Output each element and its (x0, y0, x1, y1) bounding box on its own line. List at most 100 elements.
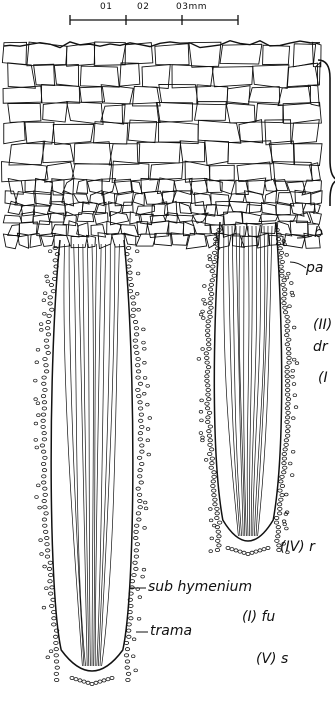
spore (279, 480, 283, 483)
spore (292, 383, 296, 386)
spore (42, 299, 46, 302)
spore (209, 283, 213, 286)
spore (274, 516, 278, 519)
spore (143, 361, 147, 364)
cap-cell (237, 162, 272, 182)
spore (285, 420, 289, 423)
cap-cell (133, 193, 144, 205)
spore (285, 434, 289, 437)
cap-cell (194, 193, 211, 206)
spore (285, 379, 289, 382)
spore (282, 462, 286, 465)
spore (209, 550, 213, 553)
spore (212, 494, 216, 497)
spore (287, 272, 291, 275)
cap-cell (167, 221, 184, 234)
spore (206, 388, 210, 391)
cap-cell (180, 141, 205, 162)
cap-cell (101, 105, 125, 124)
spore (134, 555, 138, 558)
spore (124, 654, 128, 657)
spore (200, 419, 204, 422)
spore (280, 270, 284, 273)
spore (138, 432, 142, 435)
spore (285, 407, 289, 410)
cap-cell (141, 178, 158, 192)
cap-cell (177, 215, 193, 222)
spore (258, 549, 262, 552)
spore (211, 265, 215, 268)
spore (49, 283, 53, 286)
spore (126, 678, 130, 681)
spore (205, 370, 209, 373)
spore (137, 493, 141, 496)
spore (45, 543, 49, 546)
spore (216, 530, 220, 533)
cap-cell (198, 120, 241, 143)
spore (48, 302, 52, 305)
trama-strand (254, 226, 264, 536)
spore (206, 334, 210, 337)
spore (94, 681, 98, 684)
spore (287, 338, 291, 341)
spore (284, 443, 288, 446)
spore (134, 524, 138, 527)
spore (90, 682, 94, 685)
scale-label-2: 02 (137, 3, 149, 12)
spore (285, 315, 289, 318)
cap-cell (30, 234, 41, 248)
cap-cell (287, 63, 318, 86)
spore (215, 516, 219, 519)
spore (217, 535, 221, 538)
spore (126, 672, 130, 675)
spore (207, 434, 211, 437)
spore (45, 327, 49, 330)
spore (280, 494, 284, 497)
spore (128, 259, 132, 262)
spore (43, 487, 47, 490)
spore (131, 308, 135, 311)
spore (275, 539, 279, 542)
spore (280, 484, 284, 487)
cap-cell (94, 122, 128, 144)
spore (138, 469, 142, 472)
spore (137, 617, 141, 620)
spore (143, 347, 147, 350)
cap-cell (3, 215, 22, 223)
cap-cell (9, 141, 45, 165)
spore (216, 539, 220, 542)
spore (290, 474, 294, 477)
spore (286, 347, 290, 350)
spore (203, 302, 207, 305)
spore (125, 660, 129, 663)
cap-cell (206, 235, 217, 248)
spore (238, 550, 242, 553)
spore (206, 320, 210, 323)
spore (43, 388, 47, 391)
spore (126, 246, 130, 249)
spore (285, 375, 289, 378)
spore (205, 375, 209, 378)
spore (262, 548, 266, 551)
spore (282, 457, 286, 460)
spore (285, 430, 289, 433)
cap-cell (227, 86, 250, 104)
spore (46, 656, 50, 659)
cap-cell (67, 102, 103, 125)
cap-cell (284, 234, 306, 248)
spore (286, 425, 290, 428)
spore (282, 279, 286, 282)
spore (43, 456, 47, 459)
cap-cell (67, 43, 95, 67)
scale-label-1: 01 (100, 3, 112, 12)
spore (131, 296, 135, 299)
spore (43, 530, 47, 533)
spore (146, 428, 150, 431)
trama-strand (236, 226, 243, 536)
spore (212, 475, 216, 478)
cap-cell (226, 103, 255, 123)
gill-left (33, 240, 151, 686)
spore (42, 438, 46, 441)
spore (134, 345, 138, 348)
spore (286, 388, 290, 391)
